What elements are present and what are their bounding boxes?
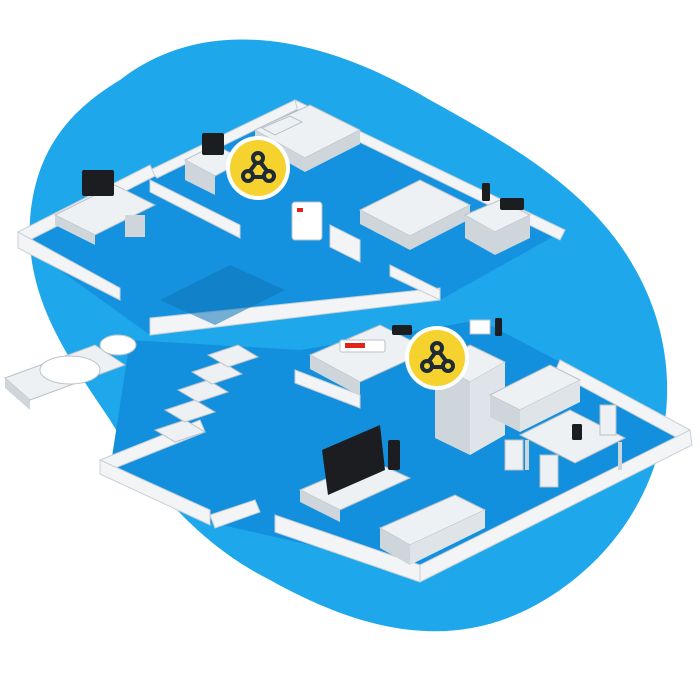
lower-wall-stub bbox=[209, 499, 261, 529]
staircase bbox=[153, 344, 260, 443]
printer-icon bbox=[469, 319, 491, 335]
lower-wall-front-left bbox=[274, 514, 421, 583]
chair bbox=[504, 439, 524, 471]
chair bbox=[599, 404, 617, 436]
lower-wall-left-front bbox=[99, 459, 211, 526]
mesh-network-icon bbox=[420, 341, 455, 373]
upper-partition-2 bbox=[329, 224, 361, 263]
phone-icon bbox=[495, 318, 502, 336]
upper-wall-left-front bbox=[17, 231, 121, 301]
mesh-badge-upper bbox=[226, 136, 290, 200]
monitor-icon bbox=[82, 170, 114, 196]
bed-guest bbox=[358, 179, 472, 250]
mesh-badge-lower bbox=[405, 326, 469, 390]
dining-table bbox=[504, 404, 627, 488]
bathtub bbox=[4, 334, 137, 410]
sideboard bbox=[488, 364, 582, 432]
monitor-icon bbox=[202, 133, 224, 155]
lower-partition bbox=[294, 369, 361, 409]
desk-office bbox=[53, 170, 157, 245]
tv-stand bbox=[298, 425, 412, 522]
dresser-upper bbox=[463, 183, 532, 255]
sofa bbox=[378, 494, 487, 565]
router-upper bbox=[291, 201, 323, 241]
upper-partition-1 bbox=[149, 179, 241, 239]
stair-opening bbox=[160, 265, 285, 325]
router-icon bbox=[291, 201, 323, 241]
router-icon bbox=[392, 325, 412, 335]
sink bbox=[99, 334, 137, 356]
upper-partition-3 bbox=[389, 264, 441, 301]
chair bbox=[539, 454, 559, 488]
counter-kitchen bbox=[308, 324, 432, 396]
phone-icon bbox=[482, 183, 490, 201]
upper-floor bbox=[17, 99, 566, 336]
radio-icon bbox=[500, 198, 524, 210]
tv-icon bbox=[322, 425, 385, 495]
tablet-icon bbox=[572, 424, 582, 440]
mesh-network-icon bbox=[241, 151, 276, 183]
lower-floor bbox=[4, 318, 693, 583]
